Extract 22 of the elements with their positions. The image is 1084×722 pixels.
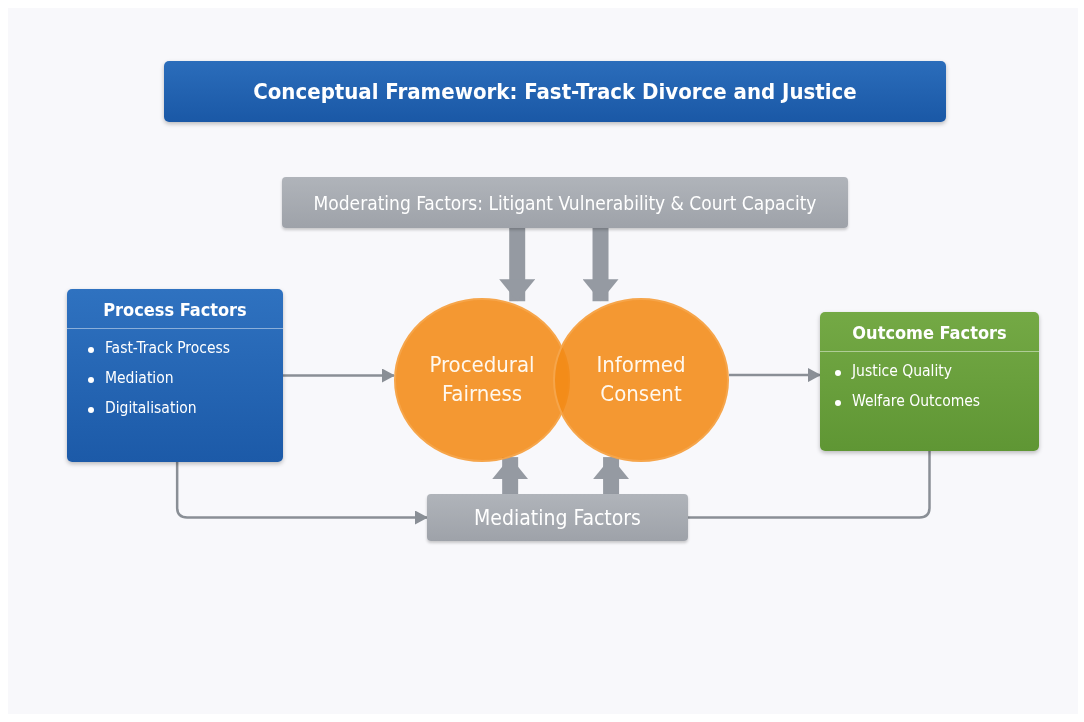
arrow [283, 368, 395, 383]
circle-label: Procedural Fairness [428, 351, 536, 408]
process-factors-panel [67, 289, 283, 462]
outcome-factors-panel [820, 312, 1039, 451]
bullet-item: Fast-Track Process [105, 339, 230, 357]
arrow [175, 462, 428, 525]
panel-heading: Outcome Factors [820, 312, 1039, 352]
moderating-factors-box: Moderating Factors: Litigant Vulnerability & Court Capacity [282, 177, 848, 228]
title-banner: Conceptual Framework: Fast-Track Divorce and Justice [164, 61, 946, 122]
block-arrow [582, 228, 619, 302]
mediating-factors-box: Mediating Factors [427, 494, 688, 541]
panel-heading: Process Factors [67, 289, 283, 329]
block-arrow [593, 457, 630, 494]
connector-line [688, 451, 931, 519]
bullet-item: Mediation [105, 369, 174, 387]
bullet-item: Welfare Outcomes [852, 392, 981, 410]
arrow [729, 368, 821, 383]
circle-label: Informed Consent [595, 351, 687, 408]
bullet-item: Digitalisation [105, 399, 197, 417]
block-arrow [492, 457, 529, 494]
block-arrow [499, 228, 536, 302]
bullet-item: Justice Quality [852, 362, 953, 380]
